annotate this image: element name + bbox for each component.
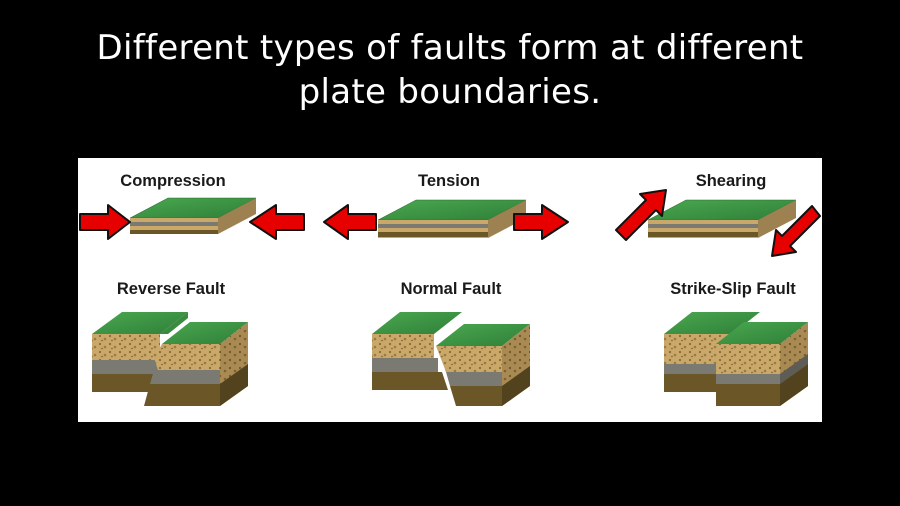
label-tension: Tension xyxy=(417,172,481,190)
title-line-2: plate boundaries. xyxy=(298,72,602,112)
label-compression: Compression xyxy=(120,172,226,190)
shearing-slab xyxy=(647,199,797,238)
arrow-icon xyxy=(771,205,821,257)
tension-slab xyxy=(377,199,527,238)
arrow-icon xyxy=(249,204,305,240)
compression-slab xyxy=(129,197,257,234)
normal-fault-block xyxy=(372,312,530,406)
title-line-1: Different types of faults form at differ… xyxy=(96,28,804,68)
slide-title: Different types of faults form at differ… xyxy=(40,26,860,114)
label-shearing: Shearing xyxy=(695,172,767,190)
label-strike-slip-fault: Strike-Slip Fault xyxy=(670,280,796,298)
reverse-fault-block xyxy=(92,312,248,406)
fault-diagram xyxy=(79,189,821,406)
label-normal-fault: Normal Fault xyxy=(400,280,502,298)
strike-slip-fault-block xyxy=(664,312,808,406)
arrow-icon xyxy=(323,204,377,240)
label-reverse-fault: Reverse Fault xyxy=(116,280,226,298)
arrow-icon xyxy=(79,204,131,240)
arrow-icon xyxy=(513,204,569,240)
arrow-icon xyxy=(615,189,667,241)
fault-diagram-panel: Compression Tension Shearing Reverse Fau… xyxy=(78,158,822,422)
